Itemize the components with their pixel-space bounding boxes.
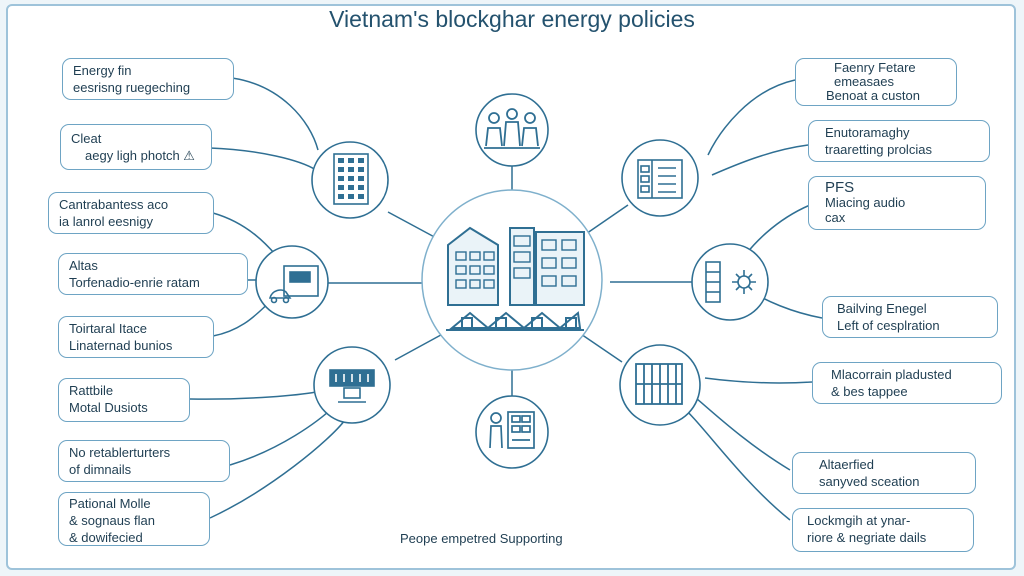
connector xyxy=(229,409,331,466)
connector xyxy=(209,147,317,171)
callout-right-4: Bailving Enegel Left of cesplration xyxy=(822,296,998,338)
footer-caption: Peope empetred Supporting xyxy=(400,531,563,546)
callout-left-4: Altas Torfenadio-enrie ratam xyxy=(58,253,248,295)
machine-icon xyxy=(313,346,391,424)
callout-right-2: Enutoramaghy traaretting prolcias xyxy=(808,120,990,162)
connector xyxy=(711,144,809,176)
connector xyxy=(679,404,791,521)
connector xyxy=(704,377,813,384)
connector xyxy=(212,301,271,337)
callout-left-2: Cleat aegy ligh photch ⚠ xyxy=(60,124,212,170)
connector xyxy=(209,419,346,519)
callout-right-6: Altaerfied sanyved sceation xyxy=(792,452,976,494)
city-hub-icon xyxy=(421,189,603,371)
people-group-icon xyxy=(475,93,549,167)
monitor-car-icon xyxy=(255,245,329,319)
callout-left-8: Pational Molle & sognaus flan & dowifeci… xyxy=(58,492,210,546)
connector xyxy=(707,79,796,156)
connector xyxy=(387,211,441,241)
connector xyxy=(189,391,317,400)
callout-left-7: No retablerturters of dimnails xyxy=(58,440,230,482)
office-building-icon xyxy=(311,141,389,219)
callout-right-3: PFS Miacing audio cax xyxy=(808,176,986,230)
connector xyxy=(231,77,319,151)
callout-left-1: Energy fin eesrisng ruegeching xyxy=(62,58,234,100)
callout-left-3: Cantrabantess aco ia lanrol eesnigy xyxy=(48,192,214,234)
callout-right-7: Lockmgih at ynar- riore & negriate dails xyxy=(792,508,974,552)
page-title: Vietnam's blockghar energy policies xyxy=(329,6,695,32)
callout-right-5: Mlacorrain pladusted & bes tappee xyxy=(812,362,1002,404)
document-panel-icon xyxy=(621,139,699,217)
callout-right-1: Faenry Fetare emeasaes Benoat a custon xyxy=(795,58,957,106)
server-flower-icon xyxy=(691,243,769,321)
worker-cabinet-icon xyxy=(475,395,549,469)
callout-left-6: Rattbile Motal Dusiots xyxy=(58,378,190,422)
callout-left-5: Toirtaral Itace Linaternad bunios xyxy=(58,316,214,358)
grid-panel-icon xyxy=(619,344,701,426)
